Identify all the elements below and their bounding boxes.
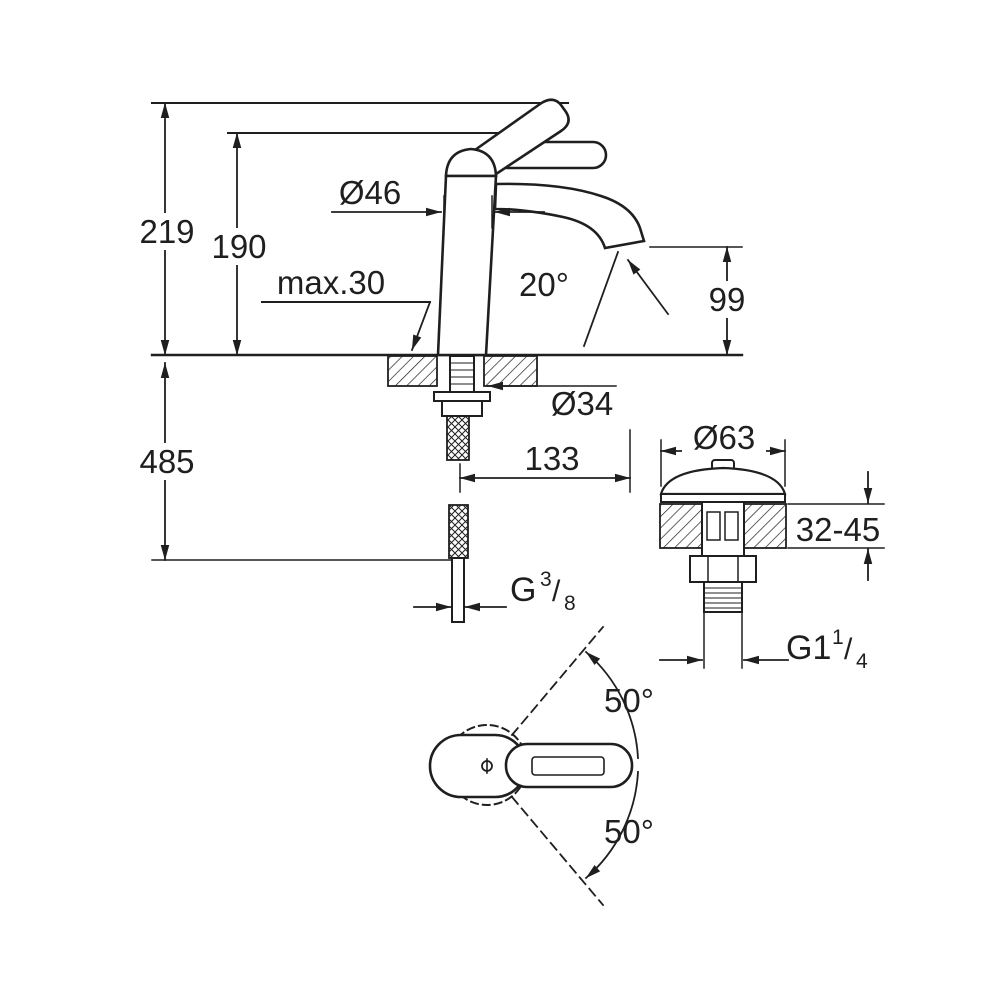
label-waste-thread: G1 1 / 4	[786, 614, 868, 673]
label-waste-flange-diameter: Ø63	[693, 419, 755, 456]
cartridge-dome-shape	[444, 147, 498, 178]
note-max-mount-thickness	[261, 300, 432, 352]
label-handle-height: 190	[211, 228, 266, 265]
label-hose-length: 485	[139, 443, 194, 480]
label-swivel-up: 50°	[604, 682, 654, 719]
label-spout-height: 99	[709, 281, 746, 318]
braided-hose-upper	[446, 415, 470, 461]
waste-slot-right	[724, 511, 739, 541]
deck-right-section	[483, 355, 538, 387]
leader-arrow	[626, 258, 670, 316]
label-max-mount-thickness: max.30	[277, 264, 385, 301]
hose-tail-pipe	[451, 557, 465, 623]
mounting-plate	[433, 391, 491, 402]
dim-waste-thread	[659, 611, 789, 669]
waste-flange	[660, 493, 786, 503]
waste-threaded-tail	[703, 581, 743, 613]
label-backers	[140, 213, 886, 546]
label-total-height: 219	[139, 213, 194, 250]
faucet-side-view	[436, 98, 646, 357]
label-swivel-down: 50°	[604, 813, 654, 850]
spout-shape	[493, 182, 646, 250]
lever-inner-detail	[531, 756, 605, 776]
dim-waste-mount-range	[787, 471, 885, 581]
waste-dome-cap	[659, 466, 787, 496]
label-supply-thread: G 3 / 8	[510, 556, 576, 615]
label-spout-reach: 133	[524, 440, 579, 477]
handle-top-view	[428, 625, 639, 907]
waste-slot-left	[706, 511, 721, 541]
braided-hose-lower	[448, 504, 469, 559]
dim-hose-length	[151, 362, 453, 561]
lever-top	[504, 742, 634, 789]
label-body-diameter: Ø46	[339, 174, 401, 211]
faucet-body-shape	[436, 174, 498, 357]
dim-spout-reach	[459, 429, 631, 493]
supply-hoses	[446, 415, 470, 623]
label-hole-diameter: Ø34	[551, 385, 613, 422]
dim-body-diameter	[331, 195, 545, 229]
mounting-hardware	[433, 355, 491, 417]
labels: 219 190 485 Ø46 max.30 20° 99 Ø34 133 Ø6…	[139, 174, 880, 850]
swivel-dashed-down	[510, 795, 605, 907]
waste-thread-lines	[704, 587, 742, 609]
waste-deck-right	[743, 503, 787, 549]
deck-left-section	[387, 355, 438, 387]
leader-arrow	[410, 300, 432, 352]
waste-deck-left	[659, 503, 703, 549]
mounting-deck	[387, 355, 538, 387]
stream-angle-line	[582, 250, 620, 348]
swivel-dashed-up	[510, 625, 605, 737]
shank-thread-lines	[450, 362, 474, 385]
swivel-arc-up	[584, 650, 639, 759]
label-waste-mount-range: 32-45	[796, 511, 880, 548]
waste-locknut	[689, 555, 757, 583]
mounting-nut	[441, 400, 483, 417]
waste-assembly	[659, 459, 787, 613]
dim-spout-angle	[582, 250, 670, 348]
label-spout-angle: 20°	[519, 266, 569, 303]
swivel-arc-down	[584, 771, 639, 880]
